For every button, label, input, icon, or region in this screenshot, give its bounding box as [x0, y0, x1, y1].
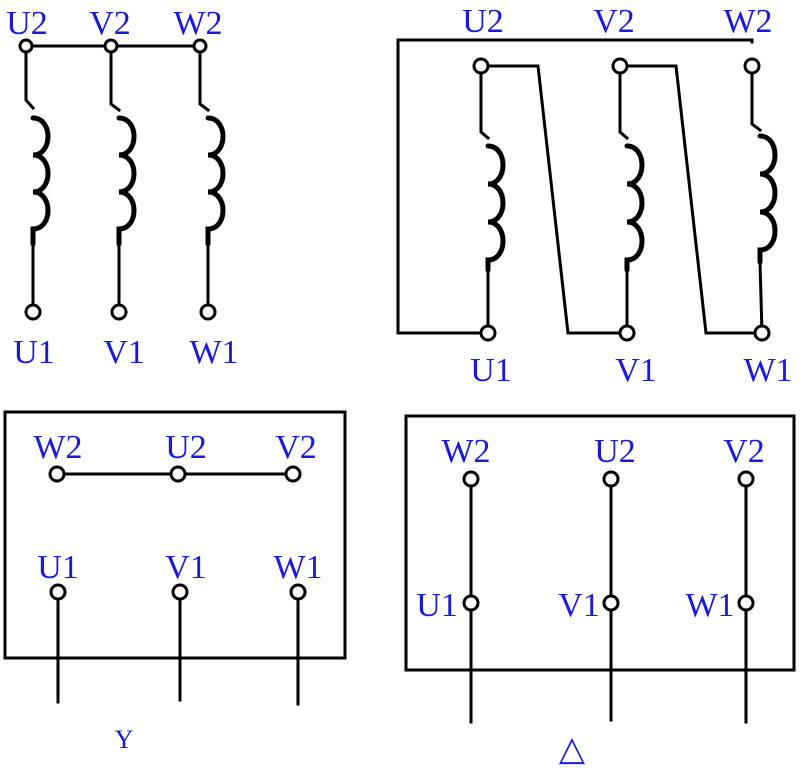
star-terminal-box: W2 U2 V2 U1 V1 W1 Y	[3, 410, 347, 754]
star-box-label-u2: U2	[165, 429, 207, 466]
delta-box-terminal-w2	[462, 470, 480, 488]
v-winding-lead-top-delta	[618, 64, 630, 141]
terminal-v2	[103, 38, 119, 54]
delta-terminal-box-frame	[404, 414, 796, 672]
u-winding-lead-top	[24, 44, 36, 111]
star-connection-caption: Y	[115, 725, 134, 754]
delta-box-label-w2: W2	[441, 433, 490, 470]
label-w1: W1	[189, 334, 238, 371]
star-box-terminal-v2	[284, 465, 302, 483]
w-winding-lead-top-delta	[750, 64, 763, 133]
terminal-u2	[18, 38, 34, 54]
delta-box-label-w1: W1	[685, 587, 734, 624]
label-u2-delta: U2	[462, 3, 504, 40]
delta-box-label-u1: U1	[416, 587, 458, 624]
v-winding-lead-top	[109, 44, 122, 113]
star-terminal-box-frame	[3, 410, 347, 660]
delta-box-terminal-u2	[602, 470, 620, 488]
u2-to-v1-link	[479, 64, 628, 335]
label-v2: V2	[89, 5, 131, 42]
label-w1-delta: W1	[743, 352, 792, 389]
label-u2: U2	[6, 5, 48, 42]
w-winding-coil	[205, 115, 226, 247]
terminal-w2	[192, 38, 208, 54]
star-box-terminal-u1	[49, 583, 67, 601]
label-v1-delta: V1	[615, 352, 657, 389]
u-winding-coil	[30, 115, 51, 247]
terminal-v1	[110, 303, 128, 321]
star-box-label-v1: V1	[165, 549, 207, 586]
terminal-w1	[199, 303, 217, 321]
star-box-terminal-w2	[48, 465, 66, 483]
delta-box-label-v1: V1	[558, 587, 600, 624]
terminal-u2-delta	[472, 57, 490, 75]
u-winding-coil-delta	[485, 143, 506, 273]
delta-box-label-u2: U2	[594, 433, 636, 470]
label-w2-delta: W2	[723, 3, 772, 40]
delta-box-terminal-u1	[462, 594, 480, 612]
star-box-terminal-w1	[289, 583, 307, 601]
delta-connection-caption: △	[559, 729, 586, 768]
star-winding-schematic: U2 V2 W2 U1 V1 W1	[6, 5, 238, 371]
terminal-w1-delta	[753, 324, 771, 342]
w2-to-u1-link	[396, 38, 754, 335]
delta-box-label-v2: V2	[723, 433, 765, 470]
delta-terminal-box: W2 U2 V2 U1 V1 W1 △	[404, 414, 796, 768]
star-box-terminal-v1	[171, 583, 189, 601]
w-winding-lead-bottom-delta	[758, 260, 764, 335]
star-box-label-w1: W1	[273, 549, 322, 586]
label-v2-delta: V2	[593, 3, 635, 40]
delta-box-terminal-v2	[737, 470, 755, 488]
u-winding-lead-top-delta	[479, 64, 491, 141]
delta-box-terminal-w1	[737, 594, 755, 612]
label-u1: U1	[13, 334, 55, 371]
v2-to-w1-link	[618, 64, 764, 335]
terminal-v2-delta	[611, 57, 629, 75]
star-box-label-v2: V2	[275, 429, 317, 466]
label-u1-delta: U1	[470, 352, 512, 389]
label-w2: W2	[173, 5, 222, 42]
w-winding-lead-top	[198, 44, 211, 113]
terminal-u1-delta	[479, 324, 497, 342]
w-winding-coil-delta	[757, 133, 778, 265]
v-winding-coil	[116, 115, 137, 247]
label-v1: V1	[103, 334, 145, 371]
delta-box-terminal-v1	[602, 594, 620, 612]
terminal-u1	[24, 303, 42, 321]
delta-winding-schematic: U2 V2 W2 U1 V1 W1	[396, 3, 793, 389]
star-box-terminal-u2	[169, 465, 187, 483]
star-box-label-u1: U1	[37, 549, 79, 586]
star-box-label-w2: W2	[33, 429, 82, 466]
v-winding-coil-delta	[624, 143, 645, 273]
terminal-v1-delta	[618, 324, 636, 342]
terminal-w2-delta	[743, 57, 761, 75]
